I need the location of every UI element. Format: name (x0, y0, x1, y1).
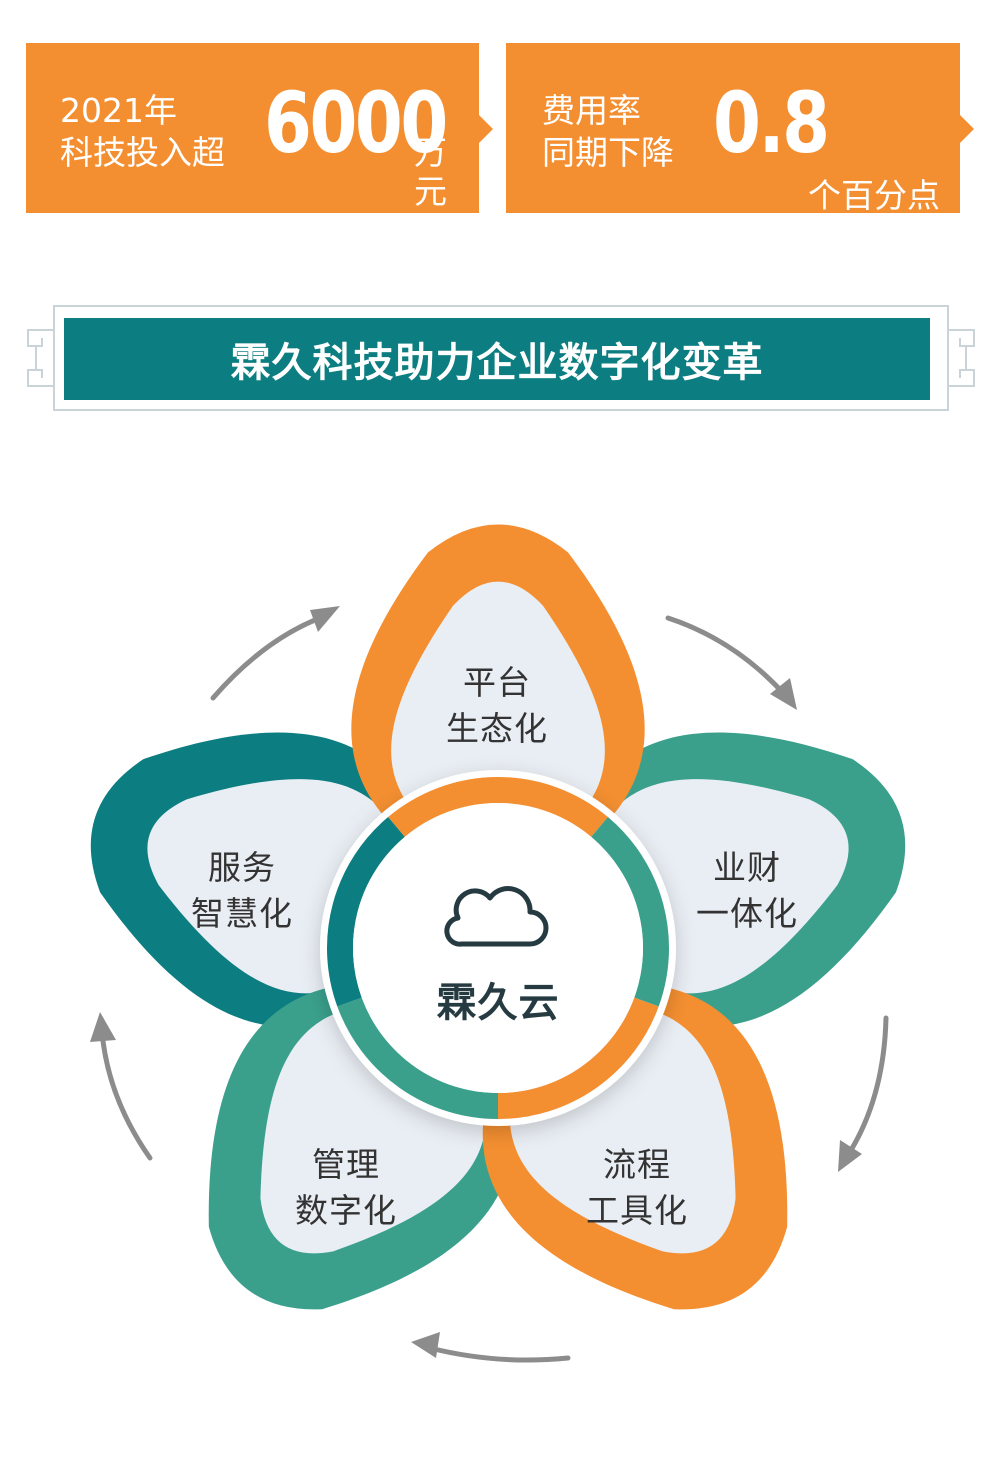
arrow-left (99, 1029, 153, 1161)
stat-big-number: 6000 (264, 74, 448, 172)
arrow-bottom (427, 1345, 571, 1363)
ring-segment (591, 817, 669, 1007)
arrow-bottom-head (411, 1332, 440, 1358)
stat-unit: 万元 (414, 133, 447, 211)
banner-title: 霖久科技助力企业数字化变革 (230, 340, 764, 386)
ring-segment (337, 997, 499, 1119)
banner-frame (27, 305, 975, 411)
petal-label-line2: 智慧化 (191, 894, 293, 933)
cycle-arrows (90, 606, 889, 1363)
arrow-top-right (665, 615, 788, 698)
petal-label-finance: 业财 一体化 (667, 845, 827, 937)
stat-box-expense-rate: 费用率 同期下降 0.8 个百分点 (506, 43, 974, 215)
center-ring (327, 777, 669, 1119)
arrow-right (845, 1015, 889, 1158)
stat-line-1: 2021年 (60, 91, 177, 130)
arrow-top-left-head (310, 606, 340, 632)
stat-arrow-tip (960, 115, 974, 143)
ring-segment (388, 777, 608, 838)
stat-box-tech-investment: 2021年 科技投入超 6000 万元 (26, 43, 493, 213)
stat-line-1: 费用率 (542, 91, 641, 130)
stat-unit: 个百分点 (808, 176, 940, 215)
center-label: 霖久云 (436, 980, 560, 1026)
flower-diagram (90, 524, 906, 1363)
petal-label-line1: 管理 (312, 1145, 380, 1184)
arrow-right-head (838, 1140, 862, 1172)
petal-label-process: 流程 工具化 (557, 1142, 717, 1234)
petal-label-line2: 数字化 (295, 1191, 397, 1230)
ring-segment (497, 997, 659, 1119)
stat-big-number: 0.8 (713, 74, 830, 172)
arrow-left-head (90, 1012, 116, 1042)
stat-line-2: 科技投入超 (60, 133, 225, 172)
petal-label-line1: 服务 (208, 848, 276, 887)
arrow-top-left (210, 613, 328, 701)
stat-line-2: 同期下降 (542, 133, 674, 172)
petal-label-line2: 生态化 (446, 709, 548, 748)
petal-label-line1: 流程 (603, 1145, 671, 1184)
petal-label-service: 服务 智慧化 (162, 845, 322, 937)
cloud-icon (444, 886, 549, 947)
stat-text-lines: 2021年 科技投入超 (60, 90, 225, 174)
petal-label-line1: 业财 (713, 848, 781, 887)
stat-text-lines: 费用率 同期下降 (542, 90, 674, 174)
petal-label-line2: 一体化 (696, 894, 798, 933)
petal-label-management: 管理 数字化 (266, 1142, 426, 1234)
petal-label-platform: 平台 生态化 (417, 660, 577, 752)
petal-label-line1: 平台 (463, 663, 531, 702)
petal-label-line2: 工具化 (586, 1191, 688, 1230)
arrow-top-right-head (770, 678, 797, 710)
ring-segment (327, 817, 405, 1007)
center-hub (320, 770, 676, 1126)
stat-arrow-tip (479, 115, 493, 143)
